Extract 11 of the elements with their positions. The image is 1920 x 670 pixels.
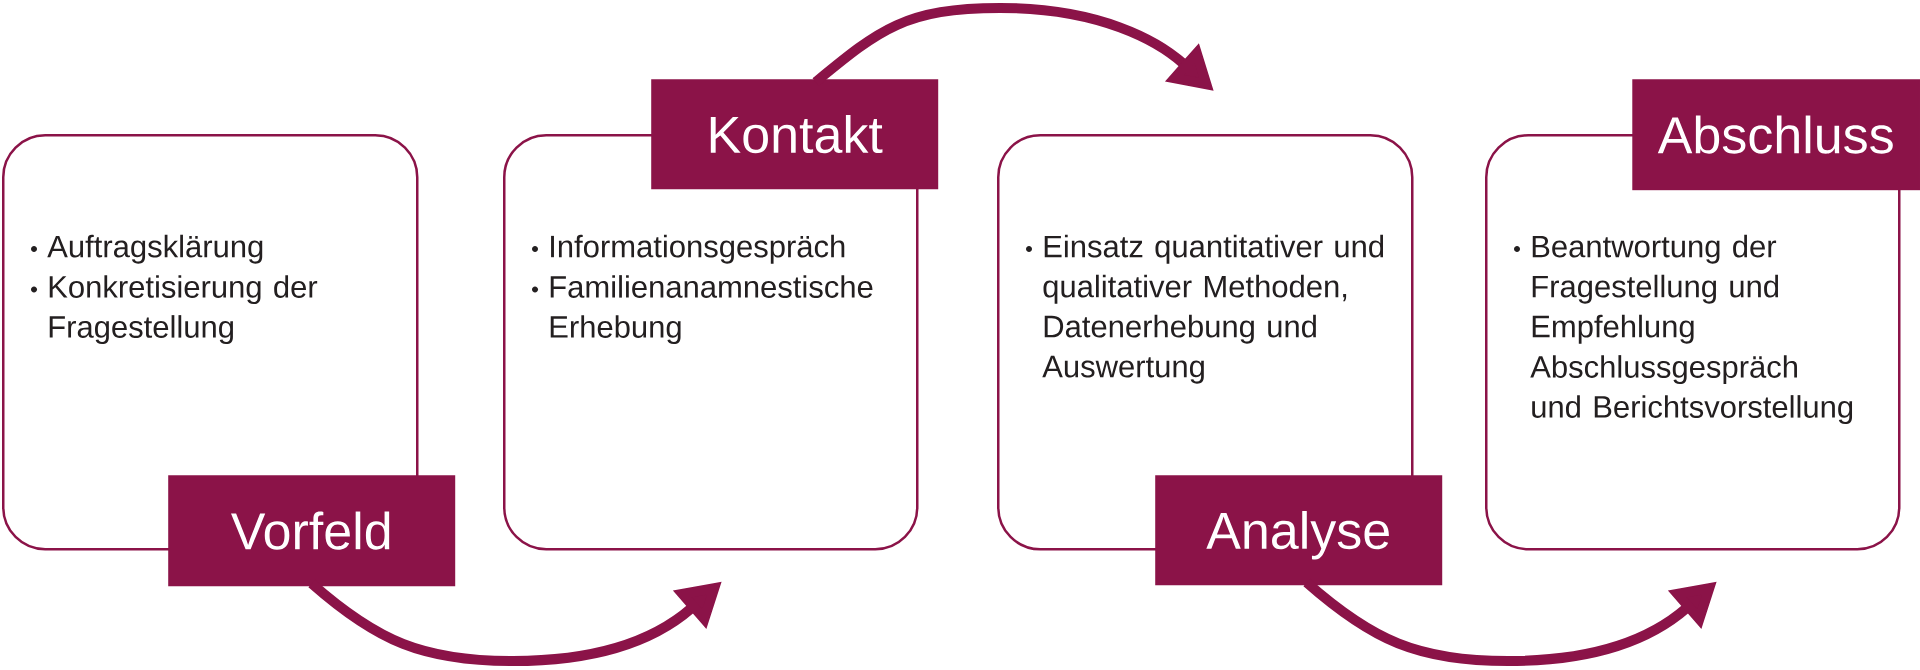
list-item: Beantwortung der Fragestellung und Empfehlung (1532, 234, 1779, 344)
list-item: Auftragsklärung (47, 234, 263, 264)
heading-tab: Abschluss (1632, 79, 1920, 191)
list-item: Familienanamnestische Erhebung (550, 275, 873, 345)
list-item: Informationsgespräch (551, 234, 845, 264)
list-item: Einsatz quantitativer und qualitativer Methoden, Datenerhebung und Auswertung (1042, 234, 1384, 384)
heading-tab: Vorfeld (168, 475, 456, 587)
heading-tab: Analyse (1155, 475, 1443, 586)
list-item: Abschlussgespräch und Berichtsvorstellung (1530, 355, 1853, 425)
list-item: Konkretisierung der Fragestellung (49, 275, 318, 345)
heading-tab: Kontakt (651, 79, 939, 190)
